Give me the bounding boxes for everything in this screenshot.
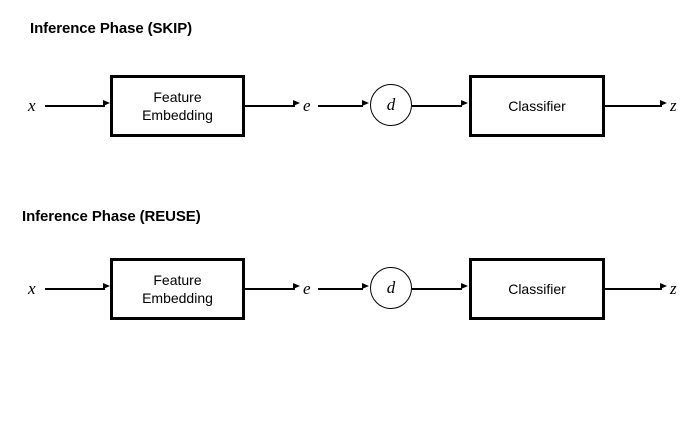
feature-embedding-label-line2: Embedding (142, 107, 213, 123)
feature-embedding-box-reuse[interactable]: Feature Embedding (110, 258, 245, 320)
feature-embedding-label-line1: Feature (153, 89, 202, 105)
connector-x-to-feature-reuse (45, 288, 105, 290)
output-label-z-reuse: z (670, 279, 677, 298)
arrowhead-x-to-feature-reuse (103, 283, 110, 289)
arrowhead-classifier-to-z-reuse (660, 283, 667, 289)
connector-decision-to-classifier-skip (412, 105, 462, 107)
arrowhead-classifier-to-z-skip (660, 100, 667, 106)
connector-feature-to-e-reuse (245, 288, 295, 290)
arrowhead-decision-to-classifier-reuse (461, 283, 468, 289)
connector-decision-to-classifier-reuse (412, 288, 462, 290)
decision-circle-reuse[interactable]: d (370, 267, 412, 309)
connector-feature-to-e-skip (245, 105, 295, 107)
pipeline-reuse: x Feature Embedding e d Classifier z (0, 253, 695, 323)
intermediate-label-e-skip: e (303, 96, 311, 115)
arrowhead-e-to-decision-skip (362, 100, 369, 106)
connector-classifier-to-z-skip (605, 105, 662, 107)
pipeline-skip: x Feature Embedding e d Classifier z (0, 70, 695, 140)
feature-embedding-label-line2: Embedding (142, 290, 213, 306)
intermediate-label-e-reuse: e (303, 279, 311, 298)
classifier-box-reuse[interactable]: Classifier (469, 258, 605, 320)
connector-e-to-decision-reuse (318, 288, 363, 290)
feature-embedding-label-line1: Feature (153, 272, 202, 288)
arrowhead-decision-to-classifier-skip (461, 100, 468, 106)
arrowhead-x-to-feature-skip (103, 100, 110, 106)
arrowhead-e-to-decision-reuse (362, 283, 369, 289)
input-label-x-skip: x (28, 96, 36, 115)
connector-classifier-to-z-reuse (605, 288, 662, 290)
arrowhead-feature-to-e-reuse (293, 283, 300, 289)
connector-x-to-feature-skip (45, 105, 105, 107)
arrowhead-feature-to-e-skip (293, 100, 300, 106)
connector-e-to-decision-skip (318, 105, 363, 107)
decision-circle-skip[interactable]: d (370, 84, 412, 126)
feature-embedding-box-skip[interactable]: Feature Embedding (110, 75, 245, 137)
section-title-skip: Inference Phase (SKIP) (30, 20, 193, 37)
classifier-box-skip[interactable]: Classifier (469, 75, 605, 137)
output-label-z-skip: z (670, 96, 677, 115)
input-label-x-reuse: x (28, 279, 36, 298)
section-title-reuse: Inference Phase (REUSE) (22, 208, 201, 225)
